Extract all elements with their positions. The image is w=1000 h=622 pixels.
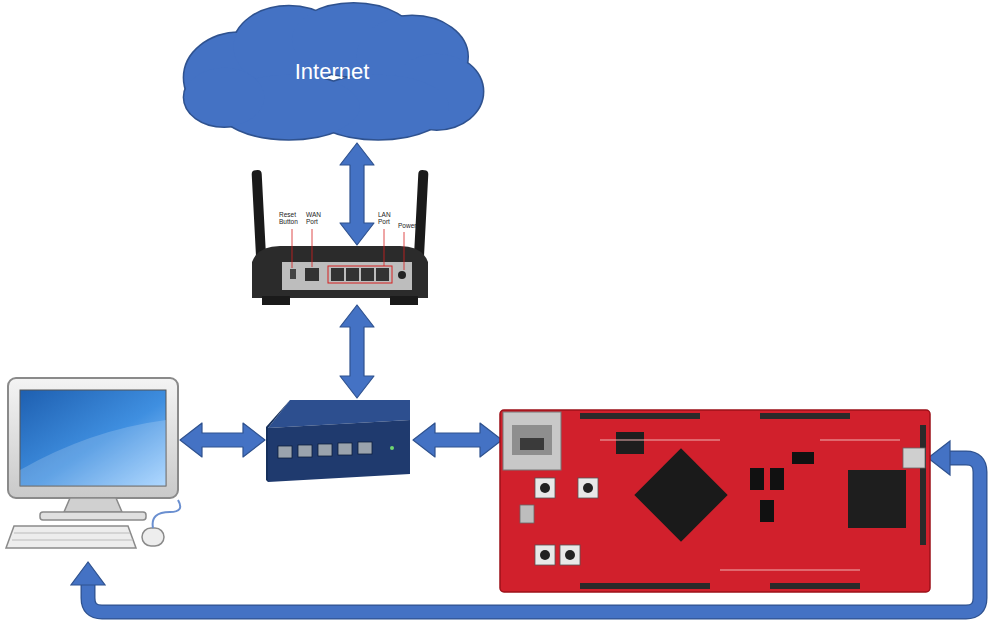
node-label: Internet [295,59,370,85]
part-label: WAN Port [306,211,330,225]
part-label: Reset Button [279,211,305,225]
router [252,170,429,305]
part-label: Power [398,222,428,229]
computer [6,378,180,548]
double-arrow [180,143,502,457]
launchpad-board [500,410,930,592]
network-switch [266,400,410,482]
cloud-node: Internet [178,2,486,142]
